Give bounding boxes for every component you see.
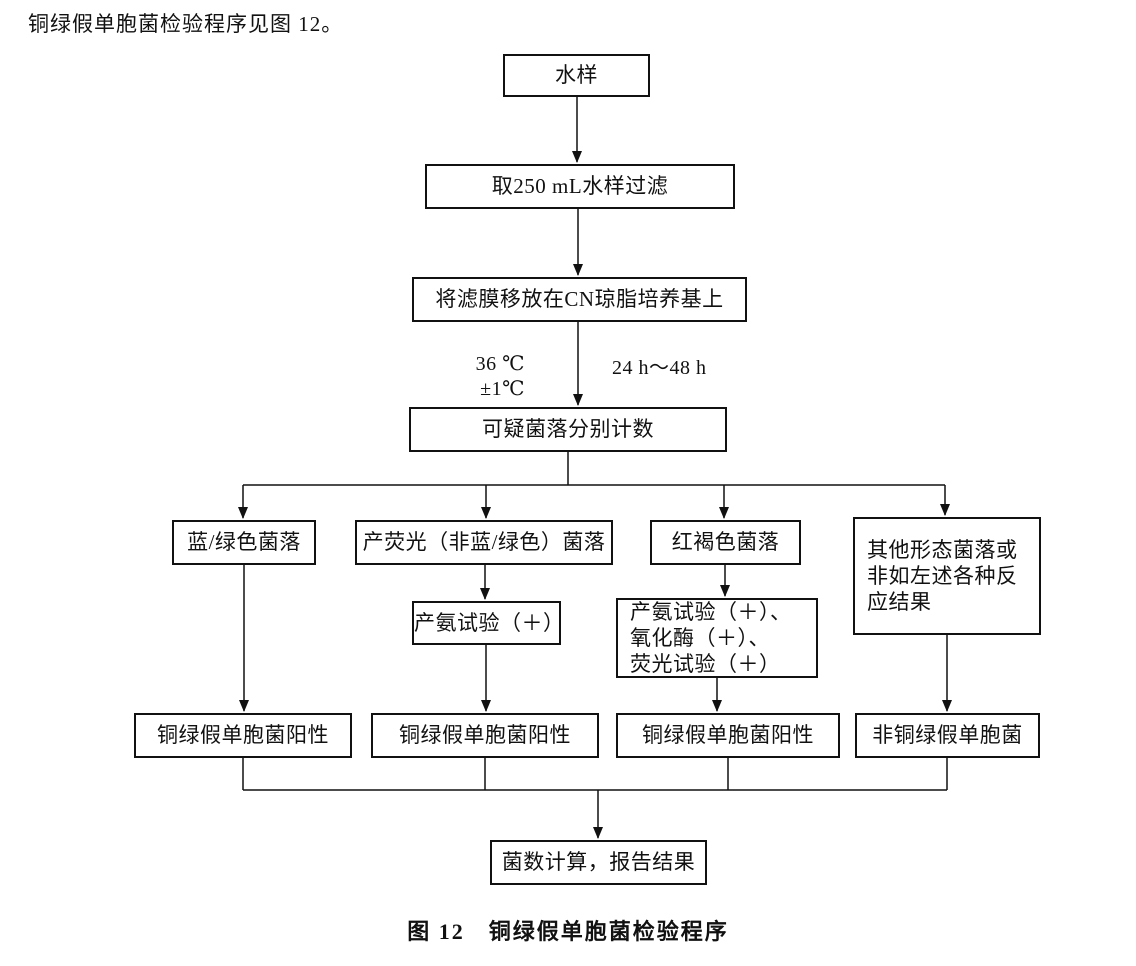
node-negative-result: 非铜绿假单胞菌 — [855, 713, 1040, 758]
label-incubation-duration: 24 h～48 h — [612, 357, 707, 379]
node-ammonia-test: 产氨试验（＋） — [412, 601, 564, 645]
node-water-sample: 水样 — [503, 54, 650, 97]
node-blue-green-colonies: 蓝/绿色菌落 — [172, 520, 316, 565]
label-incubation-temperature: 36 ℃±1℃ — [475, 353, 525, 400]
figure-caption: 图 12 铜绿假单胞菌检验程序 — [407, 919, 729, 944]
node-fluorescent-colonies: 产荧光（非蓝/绿色）菌落 — [355, 520, 613, 565]
node-red-brown-colonies: 红褐色菌落 — [650, 520, 801, 565]
node-other-colonies: 其他形态菌落或 非如左述各种反 应结果 — [853, 517, 1041, 635]
node-filter-sample: 取250 mL水样过滤 — [425, 164, 735, 209]
node-place-membrane: 将滤膜移放在CN琼脂培养基上 — [412, 277, 747, 322]
node-positive-result-2: 铜绿假单胞菌阳性 — [371, 713, 599, 758]
intro-text: 铜绿假单胞菌检验程序见图 12。 — [28, 12, 344, 36]
node-multi-test: 产氨试验（＋）、 氧化酶（＋）、 荧光试验（＋） — [616, 598, 818, 678]
node-report-result: 菌数计算，报告结果 — [490, 840, 707, 885]
node-count-colonies: 可疑菌落分别计数 — [409, 407, 727, 452]
node-positive-result-3: 铜绿假单胞菌阳性 — [616, 713, 840, 758]
node-positive-result-1: 铜绿假单胞菌阳性 — [134, 713, 352, 758]
